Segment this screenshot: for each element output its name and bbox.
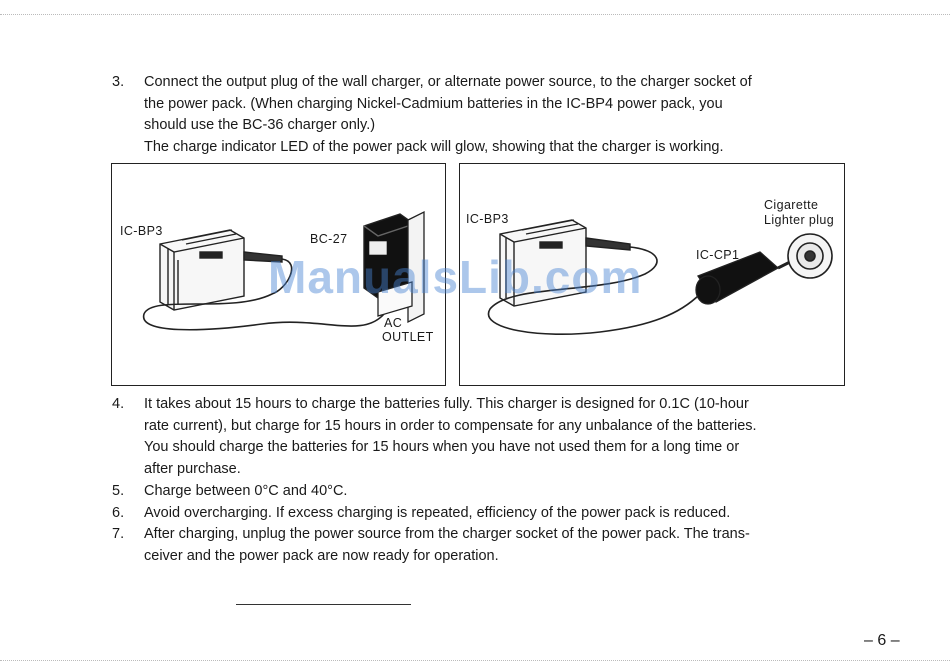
step-3-line-3: should use the BC-36 charger only.) xyxy=(144,117,376,133)
battery-pack-icon xyxy=(499,219,587,307)
adapter-label: IC-CP1 xyxy=(696,248,740,262)
step-4-line-3: You should charge the batteries for 15 h… xyxy=(144,439,740,455)
dc-plug-icon xyxy=(585,237,631,251)
step-3: 3. Connect the output plug of the wall c… xyxy=(112,72,852,162)
step-5: 5. Charge between 0°C and 40°C. xyxy=(112,481,852,503)
page-number: – 6 – xyxy=(864,632,900,649)
wall-outlet-icon xyxy=(377,210,425,324)
figure-cigarette-lighter: IC-BP3 IC-CP1 Cigarette Lighter plug xyxy=(459,163,845,386)
right-battery-label: IC-BP3 xyxy=(466,212,509,226)
step-7-line-2: ceiver and the power pack are now ready … xyxy=(144,547,499,564)
battery-pack-icon xyxy=(159,229,245,311)
step-6-text: Avoid overcharging. If excess charging i… xyxy=(144,505,731,521)
step-5-number: 5. xyxy=(112,483,125,499)
plug-label-line-2: Lighter plug xyxy=(764,213,835,227)
step-3-number: 3. xyxy=(112,74,125,90)
step-7: 7. After charging, unplug the power sour… xyxy=(112,524,852,568)
outlet-label-line-1: AC xyxy=(384,316,403,330)
adapter-cable xyxy=(487,246,701,336)
step-4-line-4: after purchase. xyxy=(144,460,241,477)
bottom-edge-rule xyxy=(0,660,950,661)
step-7-number: 7. xyxy=(112,526,125,542)
charger-label: BC-27 xyxy=(310,232,348,246)
step-3-text: Connect the output plug of the wall char… xyxy=(144,72,852,158)
step-5-text: Charge between 0°C and 40°C. xyxy=(144,483,348,499)
step-3-line-4: The charge indicator LED of the power pa… xyxy=(144,138,724,155)
step-3-line-1: Connect the output plug of the wall char… xyxy=(144,74,752,90)
step-3-line-2: the power pack. (When charging Nickel-Ca… xyxy=(144,95,723,112)
lighter-socket-icon xyxy=(787,233,833,279)
step-4-number: 4. xyxy=(112,396,125,412)
left-battery-label: IC-BP3 xyxy=(120,224,163,238)
step-4-text: It takes about 15 hours to charge the ba… xyxy=(144,394,852,480)
step-4-line-2: rate current), but charge for 15 hours i… xyxy=(144,417,757,434)
wall-charger-illustration xyxy=(143,210,425,331)
step-4-line-1: It takes about 15 hours to charge the ba… xyxy=(144,396,749,412)
figure-wall-charger: IC-BP3 BC-27 AC OUTLET xyxy=(111,163,446,386)
outlet-label-line-2: OUTLET xyxy=(382,330,434,344)
charger-cable xyxy=(143,258,393,331)
lighter-adapter-icon xyxy=(695,251,791,305)
step-7-text: After charging, unplug the power source … xyxy=(144,524,852,567)
top-edge-rule xyxy=(0,14,950,15)
cigarette-lighter-illustration xyxy=(487,219,833,336)
watermark-text: ManualsLib.com xyxy=(268,251,643,303)
step-4: 4. It takes about 15 hours to charge the… xyxy=(112,394,852,482)
step-7-line-1: After charging, unplug the power source … xyxy=(144,526,750,542)
plug-label-line-1: Cigarette xyxy=(764,198,819,212)
footnote-rule xyxy=(236,604,411,605)
dc-plug-icon xyxy=(243,251,283,263)
step-6: 6. Avoid overcharging. If excess chargin… xyxy=(112,503,852,525)
step-6-number: 6. xyxy=(112,505,125,521)
